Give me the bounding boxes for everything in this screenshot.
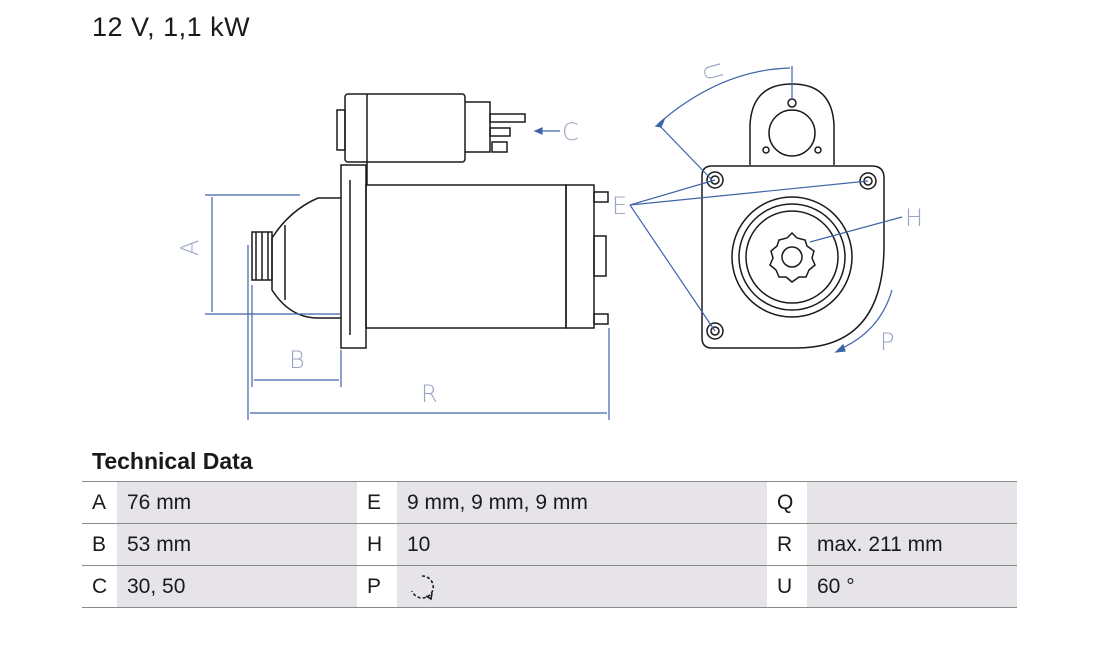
technical-data-table: A 76 mm E 9 mm, 9 mm, 9 mm Q B 53 mm H 1…: [82, 481, 1017, 608]
table-row: A 76 mm E 9 mm, 9 mm, 9 mm Q: [82, 481, 1017, 524]
spec-key: A: [82, 481, 117, 524]
side-view-labels: A B C R: [176, 118, 579, 408]
dim-label-R: R: [421, 380, 438, 408]
terminal-lower: [489, 127, 511, 137]
spec-value: [807, 481, 1017, 524]
spec-key: Q: [767, 481, 807, 524]
front-view-labels: U E H P: [612, 60, 923, 356]
spec-value: max. 211 mm: [807, 523, 1017, 566]
starter-motor-drawing: A B C R: [176, 60, 923, 420]
spec-key: U: [767, 565, 807, 608]
table-row: C 30, 50 P U 60 °: [82, 565, 1017, 608]
dim-label-C: C: [562, 118, 579, 146]
side-view: [251, 93, 609, 349]
side-view-dimensions: [205, 127, 610, 420]
spec-value: 60 °: [807, 565, 1017, 608]
pinion-gear: [769, 231, 816, 283]
rotation-direction-cell: [397, 565, 767, 608]
front-view: [701, 83, 885, 349]
dim-label-B: B: [289, 346, 305, 374]
front-view-dimensions: [629, 66, 903, 353]
dim-label-H: H: [905, 204, 923, 232]
end-cap: [565, 184, 595, 329]
spec-title: 12 V, 1,1 kW: [92, 12, 251, 42]
dim-label-P: P: [880, 328, 894, 356]
spec-value: 30, 50: [117, 565, 357, 608]
clockwise-rotation-icon: [411, 574, 434, 600]
spec-key: E: [357, 481, 397, 524]
spec-key: R: [767, 523, 807, 566]
dim-label-E: E: [612, 192, 627, 220]
terminal-upper: [489, 113, 526, 123]
spec-value: 76 mm: [117, 481, 357, 524]
spec-value: 10: [397, 523, 767, 566]
solenoid-body: [344, 93, 466, 163]
drive-housing: [271, 197, 341, 319]
spec-key: B: [82, 523, 117, 566]
spec-key: P: [357, 565, 397, 608]
motor-body: [365, 184, 567, 329]
table-row: B 53 mm H 10 R max. 211 mm: [82, 523, 1017, 566]
dim-label-A: A: [176, 240, 204, 256]
front-flange: [701, 165, 885, 349]
spec-value: 9 mm, 9 mm, 9 mm: [397, 481, 767, 524]
dim-label-U: U: [697, 60, 729, 84]
spec-key: H: [357, 523, 397, 566]
spec-key: C: [82, 565, 117, 608]
mounting-flange: [340, 164, 367, 349]
spec-value: 53 mm: [117, 523, 357, 566]
technical-data-title: Technical Data: [92, 448, 253, 474]
